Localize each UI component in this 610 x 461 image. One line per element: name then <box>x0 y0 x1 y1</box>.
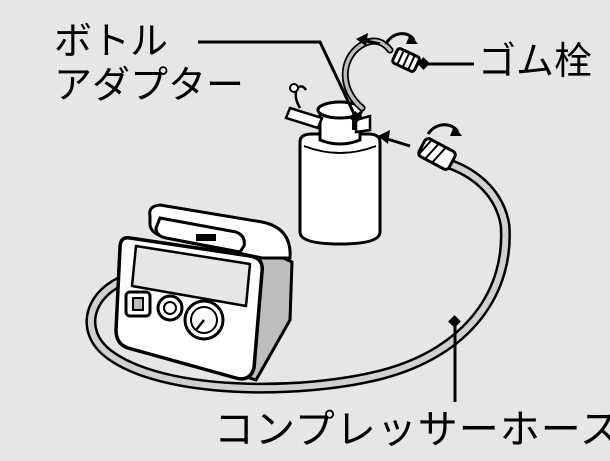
bottle-adapter-port <box>284 106 324 130</box>
leader-bottle-adapter <box>198 40 358 119</box>
compressor-unit <box>114 203 294 382</box>
compressor-hose <box>85 159 511 394</box>
bottle-body <box>298 132 382 246</box>
arrow-icons <box>356 32 462 148</box>
bottle-adapter-nozzle <box>354 114 372 134</box>
label-rubber-plug: ゴム栓 <box>478 39 593 83</box>
label-compressor-hose: コンプレッサーホース <box>214 407 610 453</box>
bottle-neck <box>318 110 362 146</box>
rubber-plug <box>391 47 421 73</box>
label-bottle-adapter-line1: ボトル <box>54 19 169 63</box>
sealant-bottle <box>284 83 382 246</box>
compressor-recess <box>130 244 252 308</box>
hose-coupler <box>417 137 457 171</box>
hose-inner <box>88 162 509 392</box>
leader-lines <box>198 40 474 402</box>
label-bottle-adapter-line2: アダプター <box>54 63 245 107</box>
rubber-plug-group <box>341 37 421 112</box>
